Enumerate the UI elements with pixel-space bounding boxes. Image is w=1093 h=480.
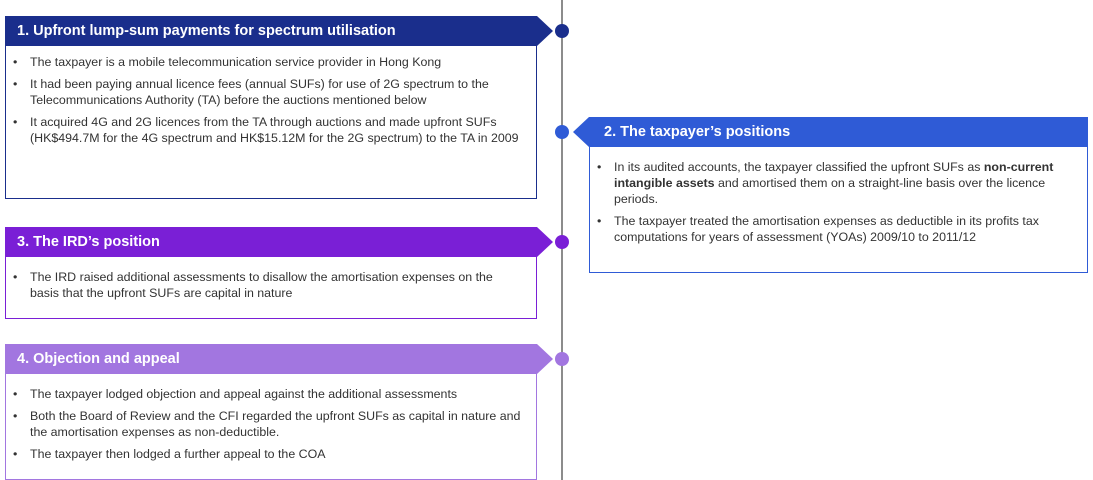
section-2-header: 2. The taxpayer’s positions <box>573 117 1088 147</box>
list-item: It had been paying annual licence fees (… <box>6 76 522 108</box>
list-item: The taxpayer treated the amortisation ex… <box>590 213 1073 245</box>
section-3-body: The IRD raised additional assessments to… <box>5 257 537 319</box>
list-item: In its audited accounts, the taxpayer cl… <box>590 159 1073 207</box>
list-item: It acquired 4G and 2G licences from the … <box>6 114 522 146</box>
section-2-title: 2. The taxpayer’s positions <box>604 124 791 140</box>
list-item: The taxpayer is a mobile telecommunicati… <box>6 54 522 70</box>
section-4-header: 4. Objection and appeal <box>5 344 553 374</box>
section-1-title: 1. Upfront lump-sum payments for spectru… <box>17 23 396 39</box>
list-item: Both the Board of Review and the CFI reg… <box>6 408 522 440</box>
section-2-body: In its audited accounts, the taxpayer cl… <box>589 147 1088 273</box>
section-4-title: 4. Objection and appeal <box>17 351 180 367</box>
section-4-body: The taxpayer lodged objection and appeal… <box>5 374 537 480</box>
timeline-dot-1 <box>555 24 569 38</box>
section-3-title: 3. The IRD’s position <box>17 234 160 250</box>
section-1-header: 1. Upfront lump-sum payments for spectru… <box>5 16 553 46</box>
list-item: The taxpayer lodged objection and appeal… <box>6 386 522 402</box>
timeline-dot-4 <box>555 352 569 366</box>
timeline-dot-3 <box>555 235 569 249</box>
section-3-header: 3. The IRD’s position <box>5 227 553 257</box>
timeline-dot-2 <box>555 125 569 139</box>
section-1-body: The taxpayer is a mobile telecommunicati… <box>5 46 537 199</box>
list-item: The IRD raised additional assessments to… <box>6 269 522 301</box>
list-item: The taxpayer then lodged a further appea… <box>6 446 522 462</box>
